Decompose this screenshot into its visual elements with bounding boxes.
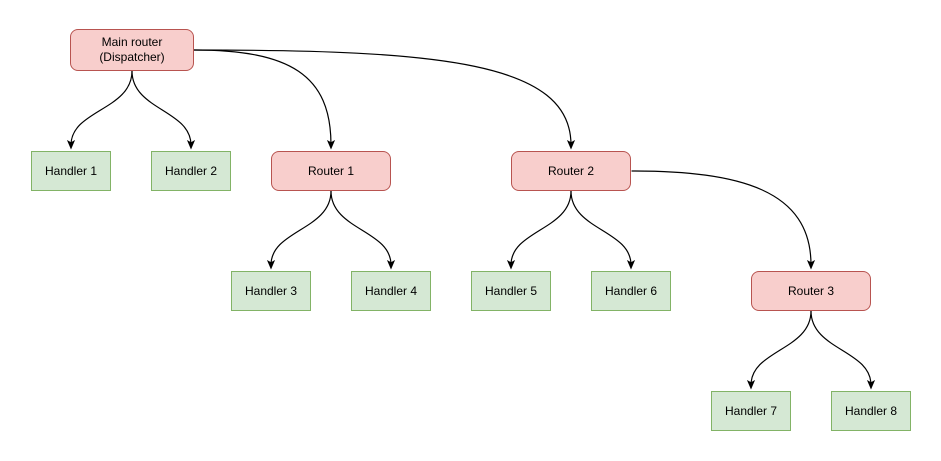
node-label-handler-8: Handler 8 bbox=[844, 403, 898, 418]
node-label-router-3: Router 3 bbox=[787, 283, 835, 298]
node-label-handler-6: Handler 6 bbox=[604, 283, 658, 298]
node-router-2[interactable]: Router 2 bbox=[511, 151, 631, 191]
edge-router-3-to-handler-8 bbox=[810, 310, 876, 390]
node-label-handler-5: Handler 5 bbox=[484, 283, 538, 298]
edge-main-to-handler-1 bbox=[66, 70, 133, 150]
node-handler-7[interactable]: Handler 7 bbox=[711, 391, 791, 431]
edge-router-3-to-handler-7 bbox=[746, 310, 812, 390]
node-main-router[interactable]: Main router (Dispatcher) bbox=[70, 29, 194, 71]
node-handler-8[interactable]: Handler 8 bbox=[831, 391, 911, 431]
node-label-main-router: Main router (Dispatcher) bbox=[99, 35, 165, 64]
edge-router-2-to-handler-5 bbox=[506, 190, 572, 270]
node-label-router-1: Router 1 bbox=[307, 163, 355, 178]
node-router-1[interactable]: Router 1 bbox=[271, 151, 391, 191]
node-label-handler-2: Handler 2 bbox=[164, 163, 218, 178]
node-label-router-2: Router 2 bbox=[547, 163, 595, 178]
edge-router-1-to-handler-3 bbox=[266, 190, 332, 270]
edge-router-2-to-handler-6 bbox=[570, 190, 636, 270]
edge-main-to-router-1 bbox=[193, 49, 336, 150]
edge-main-to-router-2 bbox=[193, 49, 576, 150]
node-handler-6[interactable]: Handler 6 bbox=[591, 271, 671, 311]
node-router-3[interactable]: Router 3 bbox=[751, 271, 871, 311]
edge-router-1-to-handler-4 bbox=[330, 190, 396, 270]
node-handler-5[interactable]: Handler 5 bbox=[471, 271, 551, 311]
node-label-handler-1: Handler 1 bbox=[44, 163, 98, 178]
node-label-handler-4: Handler 4 bbox=[364, 283, 418, 298]
node-handler-1[interactable]: Handler 1 bbox=[31, 151, 111, 191]
edge-main-to-handler-2 bbox=[131, 70, 196, 150]
node-label-handler-3: Handler 3 bbox=[244, 283, 298, 298]
edge-router-2-to-router-3 bbox=[631, 170, 816, 270]
node-handler-4[interactable]: Handler 4 bbox=[351, 271, 431, 311]
node-label-handler-7: Handler 7 bbox=[724, 403, 778, 418]
node-handler-2[interactable]: Handler 2 bbox=[151, 151, 231, 191]
node-handler-3[interactable]: Handler 3 bbox=[231, 271, 311, 311]
